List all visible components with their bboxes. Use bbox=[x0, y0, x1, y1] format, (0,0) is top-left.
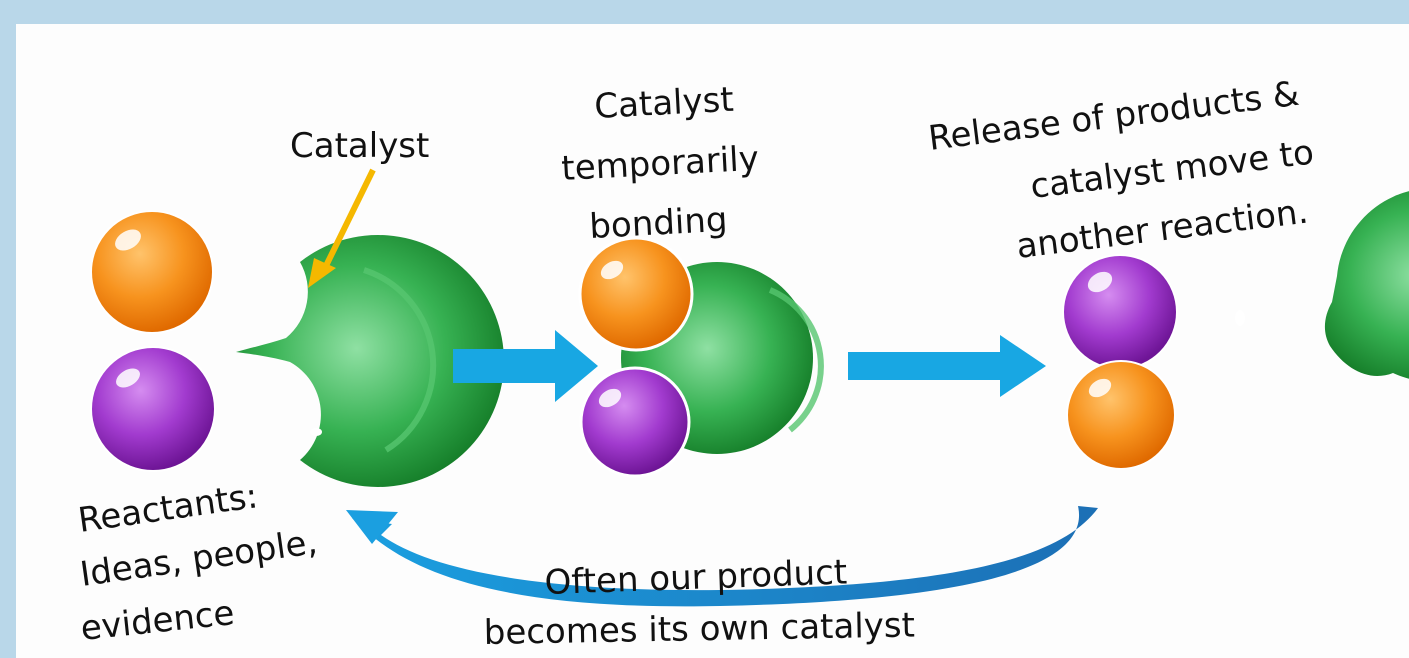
catalyst-enzyme bbox=[236, 235, 504, 488]
label-reactants: Reactants: Ideas, people, evidence bbox=[76, 476, 320, 649]
svg-text:Catalyst: Catalyst bbox=[593, 80, 734, 127]
catalyst-pointer bbox=[319, 168, 376, 276]
label-bonding: Catalyst temporarily bonding bbox=[560, 80, 759, 247]
svg-text:Reactants:: Reactants: bbox=[76, 476, 261, 541]
purple-reactant bbox=[90, 346, 216, 472]
released-catalyst bbox=[1235, 191, 1409, 379]
bonded-orange bbox=[578, 236, 694, 352]
label-catalyst: Catalyst bbox=[290, 126, 429, 166]
catalyst-pointer-head bbox=[308, 258, 336, 288]
svg-text:bonding: bonding bbox=[588, 200, 728, 247]
product-orange bbox=[1066, 360, 1176, 470]
loop-back-arrow bbox=[346, 506, 1098, 607]
svg-text:evidence: evidence bbox=[79, 593, 236, 649]
svg-text:becomes its own catalyst: becomes its own catalyst bbox=[483, 605, 915, 653]
arrow-to-release bbox=[848, 335, 1046, 397]
arrow-to-bonding bbox=[453, 330, 598, 402]
product-purple bbox=[1062, 254, 1178, 370]
label-release: Release of products & catalyst move to a… bbox=[926, 74, 1316, 267]
bonded-purple bbox=[579, 366, 691, 478]
orange-reactant bbox=[90, 210, 214, 334]
svg-text:temporarily: temporarily bbox=[560, 139, 759, 189]
